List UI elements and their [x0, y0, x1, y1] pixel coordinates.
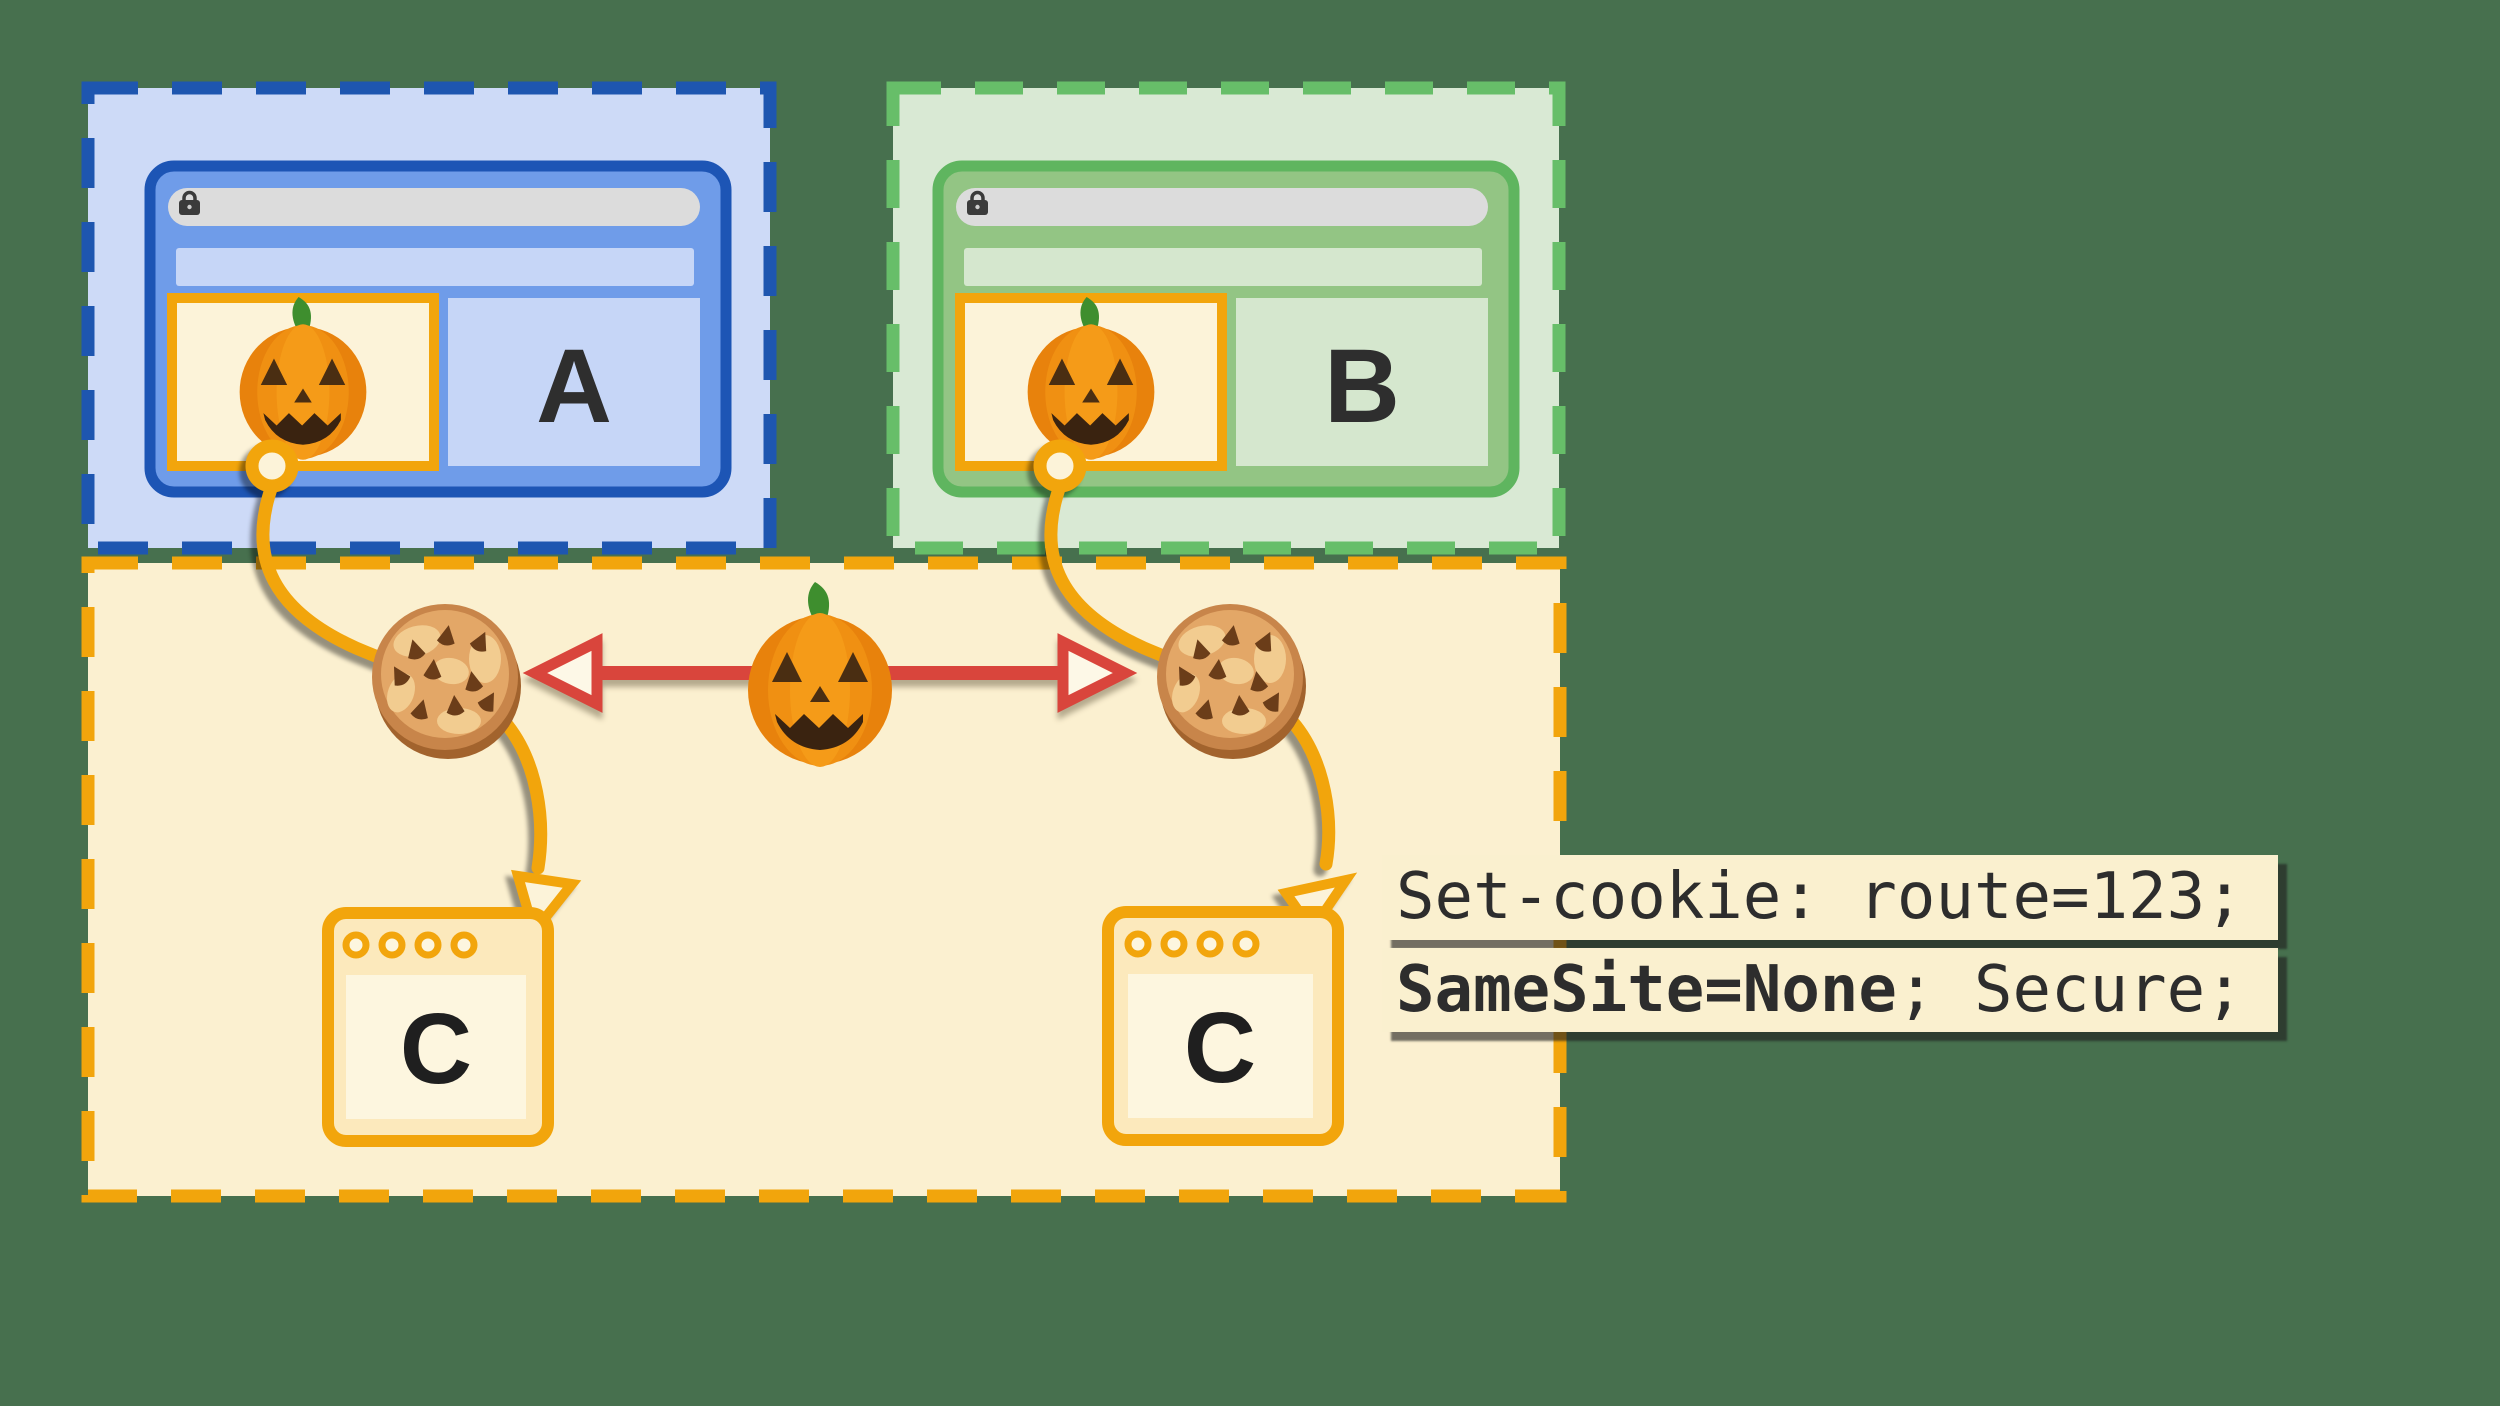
site-a-label: A [536, 328, 612, 445]
site-b-label: B [1324, 328, 1400, 445]
site-a-container: A [81, 81, 777, 555]
arrow-left-icon [522, 633, 603, 713]
window-dots-icon [342, 931, 478, 959]
window-dots-icon [1124, 930, 1260, 958]
server-c-left-label: C [400, 993, 472, 1105]
set-cookie-code-line-1: Set-cookie: route=123; [1382, 855, 2278, 940]
browser-b-nav-strip [964, 248, 1482, 286]
lock-icon [967, 190, 988, 215]
server-c-left-content [346, 975, 526, 1119]
browser-a-nav-strip [176, 248, 694, 286]
code-text-line1: Set-cookie: route=123; [1396, 860, 2244, 934]
code-text-samesite: SameSite=None [1396, 953, 1897, 1027]
server-c-right-content [1128, 974, 1313, 1118]
set-cookie-code-line-2: SameSite=None; Secure; [1382, 948, 2278, 1032]
server-window-c-right: C [1102, 906, 1344, 1146]
site-b-content-panel [1236, 298, 1488, 466]
site-b-container: B [886, 81, 1566, 555]
browser-window-a: A [144, 160, 732, 498]
browser-b-address-bar [956, 188, 1488, 226]
browser-window-b: B [932, 160, 1520, 498]
lock-icon [179, 190, 200, 215]
browser-a-address-bar [168, 188, 700, 226]
server-c-right-label: C [1184, 992, 1256, 1104]
arrow-right-icon [1057, 633, 1138, 713]
code-text-secure: ; Secure; [1896, 953, 2244, 1027]
site-a-content-panel [448, 298, 700, 466]
server-window-c-left: C [322, 907, 554, 1147]
